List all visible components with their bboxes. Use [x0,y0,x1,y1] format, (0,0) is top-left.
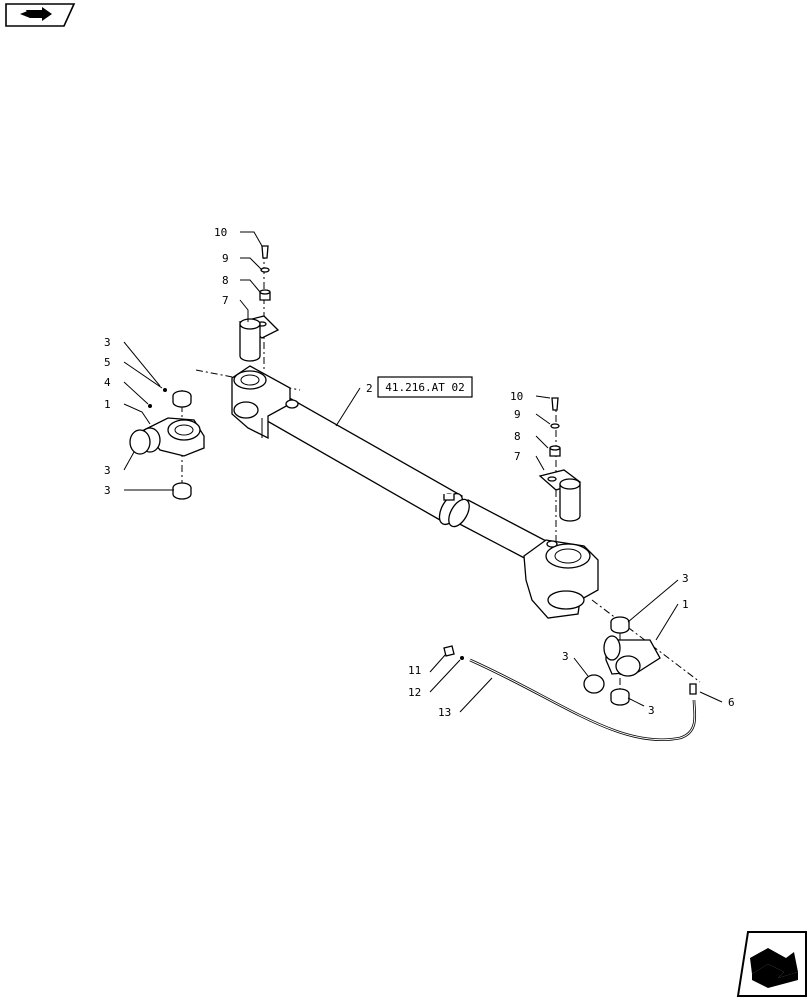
callout-2: 2 [366,382,373,395]
callout-9-left: 9 [222,252,229,265]
left-trunnion-assembly [129,388,205,500]
callout-8-right: 8 [514,430,521,443]
arrow-back-icon [20,7,52,21]
callout-9-right: 9 [514,408,521,421]
arrow-forward-icon [750,948,798,988]
callout-5: 5 [104,356,111,369]
callout-3-b: 3 [104,464,111,477]
callout-3-c: 3 [104,484,111,497]
callout-10-right: 10 [510,390,523,403]
callout-12: 12 [408,686,421,699]
callout-1-left: 1 [104,398,111,411]
callout-7-right: 7 [514,450,521,463]
hydraulic-cylinder [231,365,599,619]
callout-11: 11 [408,664,421,677]
callout-3-e: 3 [562,650,569,663]
callout-6: 6 [728,696,735,709]
callout-13: 13 [438,706,451,719]
forward-nav-button[interactable] [736,931,807,997]
reference-box-label: 41.216.AT 02 [385,381,464,394]
callout-7-left: 7 [222,294,229,307]
leader-lines [123,231,723,713]
callout-3-a: 3 [104,336,111,349]
callout-1-right: 1 [682,598,689,611]
callout-10-left: 10 [214,226,227,239]
back-nav-button[interactable] [5,3,76,27]
callout-4: 4 [104,376,111,389]
left-pin-assembly [238,245,280,362]
callout-labels: 10 9 8 7 3 5 4 1 3 3 2 10 9 8 7 3 1 3 3 … [104,226,735,719]
callout-3-d: 3 [682,572,689,585]
right-pin-assembly [538,397,582,522]
right-trunnion-assembly [583,616,697,706]
callout-8-left: 8 [222,274,229,287]
lubrication-hose [443,645,697,742]
callout-3-f: 3 [648,704,655,717]
reference-box[interactable]: 41.216.AT 02 [377,376,473,398]
